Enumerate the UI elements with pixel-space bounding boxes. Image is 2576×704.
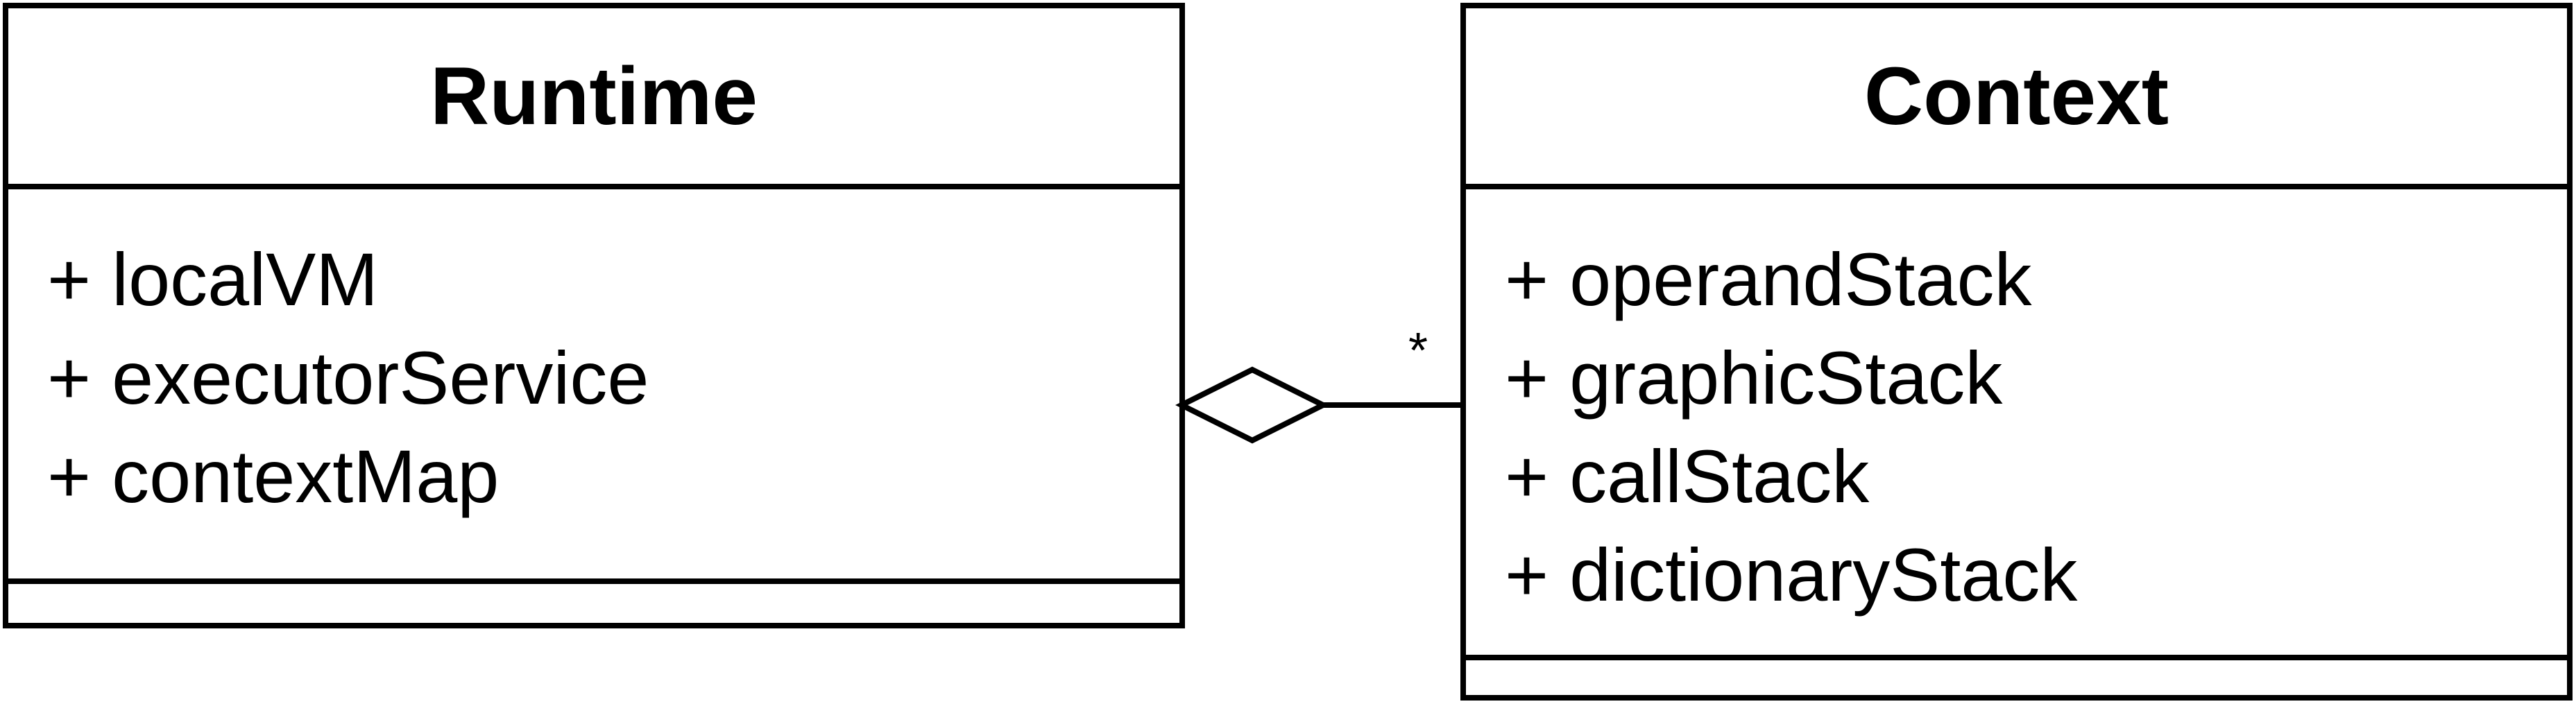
runtime-attribute: + executorService	[47, 336, 649, 420]
runtime-class-name: Runtime	[8, 8, 1179, 189]
runtime-attribute: + localVM	[47, 237, 379, 321]
context-operations-compartment	[1466, 655, 2567, 695]
runtime-attributes: + localVM + executorService + contextMap	[47, 230, 1166, 526]
context-attribute: + callStack	[1505, 434, 1870, 518]
context-attribute: + dictionaryStack	[1505, 533, 2078, 617]
aggregation-diamond-icon	[1175, 366, 1329, 444]
context-class-box: Context + operandStack + graphicStack + …	[1460, 3, 2573, 701]
multiplicity-label: *	[1408, 323, 1428, 379]
context-attribute: + graphicStack	[1505, 336, 2003, 420]
runtime-attribute: + contextMap	[47, 434, 500, 518]
context-attribute: + operandStack	[1505, 237, 2032, 321]
context-class-name: Context	[1466, 8, 2567, 189]
runtime-class-box: Runtime + localVM + executorService + co…	[3, 3, 1185, 628]
context-attributes: + operandStack + graphicStack + callStac…	[1505, 230, 2553, 624]
runtime-operations-compartment	[8, 578, 1179, 623]
